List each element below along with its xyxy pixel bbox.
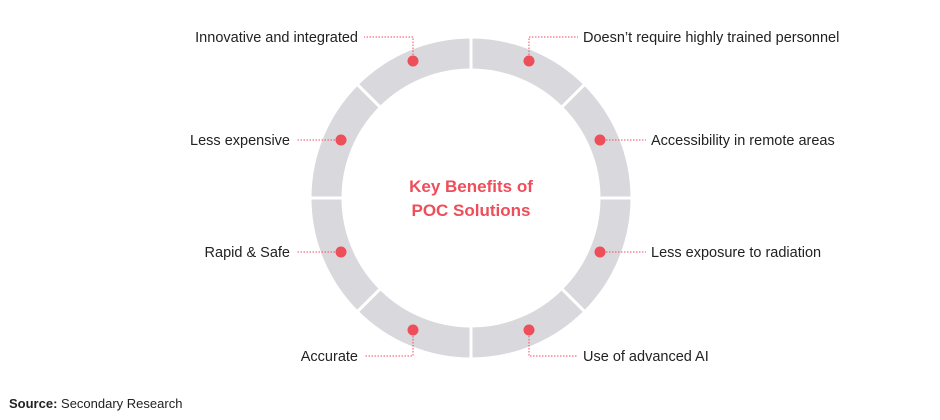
benefit-label-remote: Accessibility in remote areas	[651, 133, 835, 149]
ring-segment-expensive	[355, 35, 473, 110]
benefit-label-ai: Use of advanced AI	[583, 349, 709, 365]
leader-lines	[296, 36, 646, 357]
benefit-label-personnel: Doesn’t require highly trained personnel	[583, 30, 839, 46]
ring-segments	[308, 35, 634, 361]
leader-line-personnel	[528, 36, 578, 61]
center-title-line-2: POC Solutions	[412, 201, 531, 220]
benefit-label-radiation: Less exposure to radiation	[651, 245, 821, 261]
ring-segment-ai	[355, 286, 473, 361]
marker-dot-accurate	[407, 324, 419, 336]
leader-line-innovative	[364, 36, 414, 61]
source-label: Source:	[9, 396, 58, 411]
marker-dot-rapid	[335, 246, 347, 258]
marker-dot-remote	[594, 134, 606, 146]
marker-dot-expensive	[335, 134, 347, 146]
ring-segment-innovative	[469, 35, 587, 110]
benefit-markers	[335, 55, 606, 336]
benefit-label-accurate: Accurate	[301, 349, 358, 365]
benefit-label-innovative: Innovative and integrated	[195, 30, 358, 46]
source-text: Secondary Research	[61, 396, 183, 411]
marker-dot-innovative	[407, 55, 419, 67]
marker-dot-ai	[523, 324, 535, 336]
benefit-label-expensive: Less expensive	[190, 133, 290, 149]
benefit-labels: Innovative and integrated Doesn’t requir…	[190, 30, 839, 365]
marker-dot-radiation	[594, 246, 606, 258]
ring-segment-radiation	[469, 286, 587, 361]
center-title-line-1: Key Benefits of	[409, 177, 533, 196]
benefit-label-rapid: Rapid & Safe	[205, 245, 290, 261]
source-note: Source: Secondary Research	[9, 396, 182, 411]
marker-dot-personnel	[523, 55, 535, 67]
